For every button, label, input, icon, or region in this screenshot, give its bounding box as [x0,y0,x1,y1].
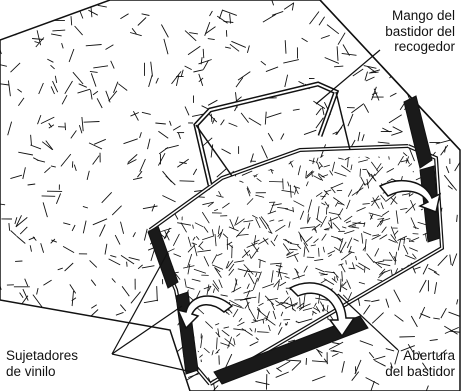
label-handle-line-1: Mango del [385,8,455,24]
texture-stroke [67,314,73,327]
texture-stroke [41,0,48,5]
texture-stroke [163,343,164,349]
texture-stroke [456,76,460,85]
texture-stroke [76,341,82,344]
texture-stroke [48,13,53,15]
texture-stroke [104,374,117,377]
texture-stroke [283,179,284,190]
texture-stroke [127,262,128,267]
texture-stroke [203,49,204,58]
texture-stroke [172,353,174,358]
texture-stroke [366,40,376,43]
texture-stroke [163,346,167,351]
texture-stroke [0,321,13,325]
texture-stroke [260,260,261,268]
label-vinyl-clips: Sujetadores de vinilo [6,348,78,379]
texture-stroke [415,82,428,89]
texture-stroke [35,326,40,333]
texture-stroke [10,327,17,330]
texture-stroke [423,72,432,77]
texture-stroke [174,352,177,362]
texture-stroke [153,348,158,359]
texture-stroke [7,304,15,311]
label-handle-line-3: recogedor [385,39,455,55]
texture-stroke [369,27,375,32]
texture-stroke [326,207,327,214]
texture-stroke [150,333,152,339]
texture-stroke [423,1,434,2]
texture-stroke [65,123,66,131]
texture-stroke [20,16,32,20]
texture-stroke [448,74,458,85]
texture-stroke [365,266,366,272]
texture-stroke [421,77,429,86]
texture-stroke [360,169,361,177]
texture-stroke [86,373,89,385]
texture-stroke [111,333,118,338]
texture-stroke [74,316,77,327]
texture-stroke [390,70,397,78]
texture-stroke [0,357,2,363]
texture-stroke [160,375,171,386]
label-clips-line-2: de vinilo [6,364,78,380]
texture-stroke [422,4,434,6]
texture-stroke [33,385,39,391]
label-opening-line-1: Abertura [385,348,455,364]
texture-stroke [458,83,461,89]
texture-stroke [343,6,350,15]
texture-stroke [13,325,22,329]
texture-stroke [393,61,404,67]
texture-stroke [20,335,26,344]
label-handle-line-2: bastidor del [385,24,455,40]
texture-stroke [173,354,178,367]
texture-stroke [157,286,158,301]
texture-stroke [320,196,325,197]
texture-stroke [446,117,453,131]
texture-stroke [169,349,174,361]
texture-stroke [95,373,109,378]
texture-stroke [454,97,460,100]
texture-stroke [448,128,457,133]
texture-stroke [447,54,448,66]
texture-stroke [94,373,101,375]
texture-stroke [89,321,103,323]
texture-stroke [78,336,92,338]
texture-stroke [43,325,48,331]
texture-stroke [104,320,108,335]
texture-stroke [180,181,195,182]
texture-stroke [162,340,171,350]
label-handle: Mango del bastidor del recogedor [385,8,455,55]
texture-stroke [34,0,37,4]
label-frame-opening: Abertura del bastidor [385,348,455,379]
texture-stroke [56,342,71,344]
label-opening-line-2: del bastidor [385,364,455,380]
texture-stroke [30,6,32,14]
label-clips-line-1: Sujetadores [6,348,78,364]
texture-stroke [364,301,370,302]
